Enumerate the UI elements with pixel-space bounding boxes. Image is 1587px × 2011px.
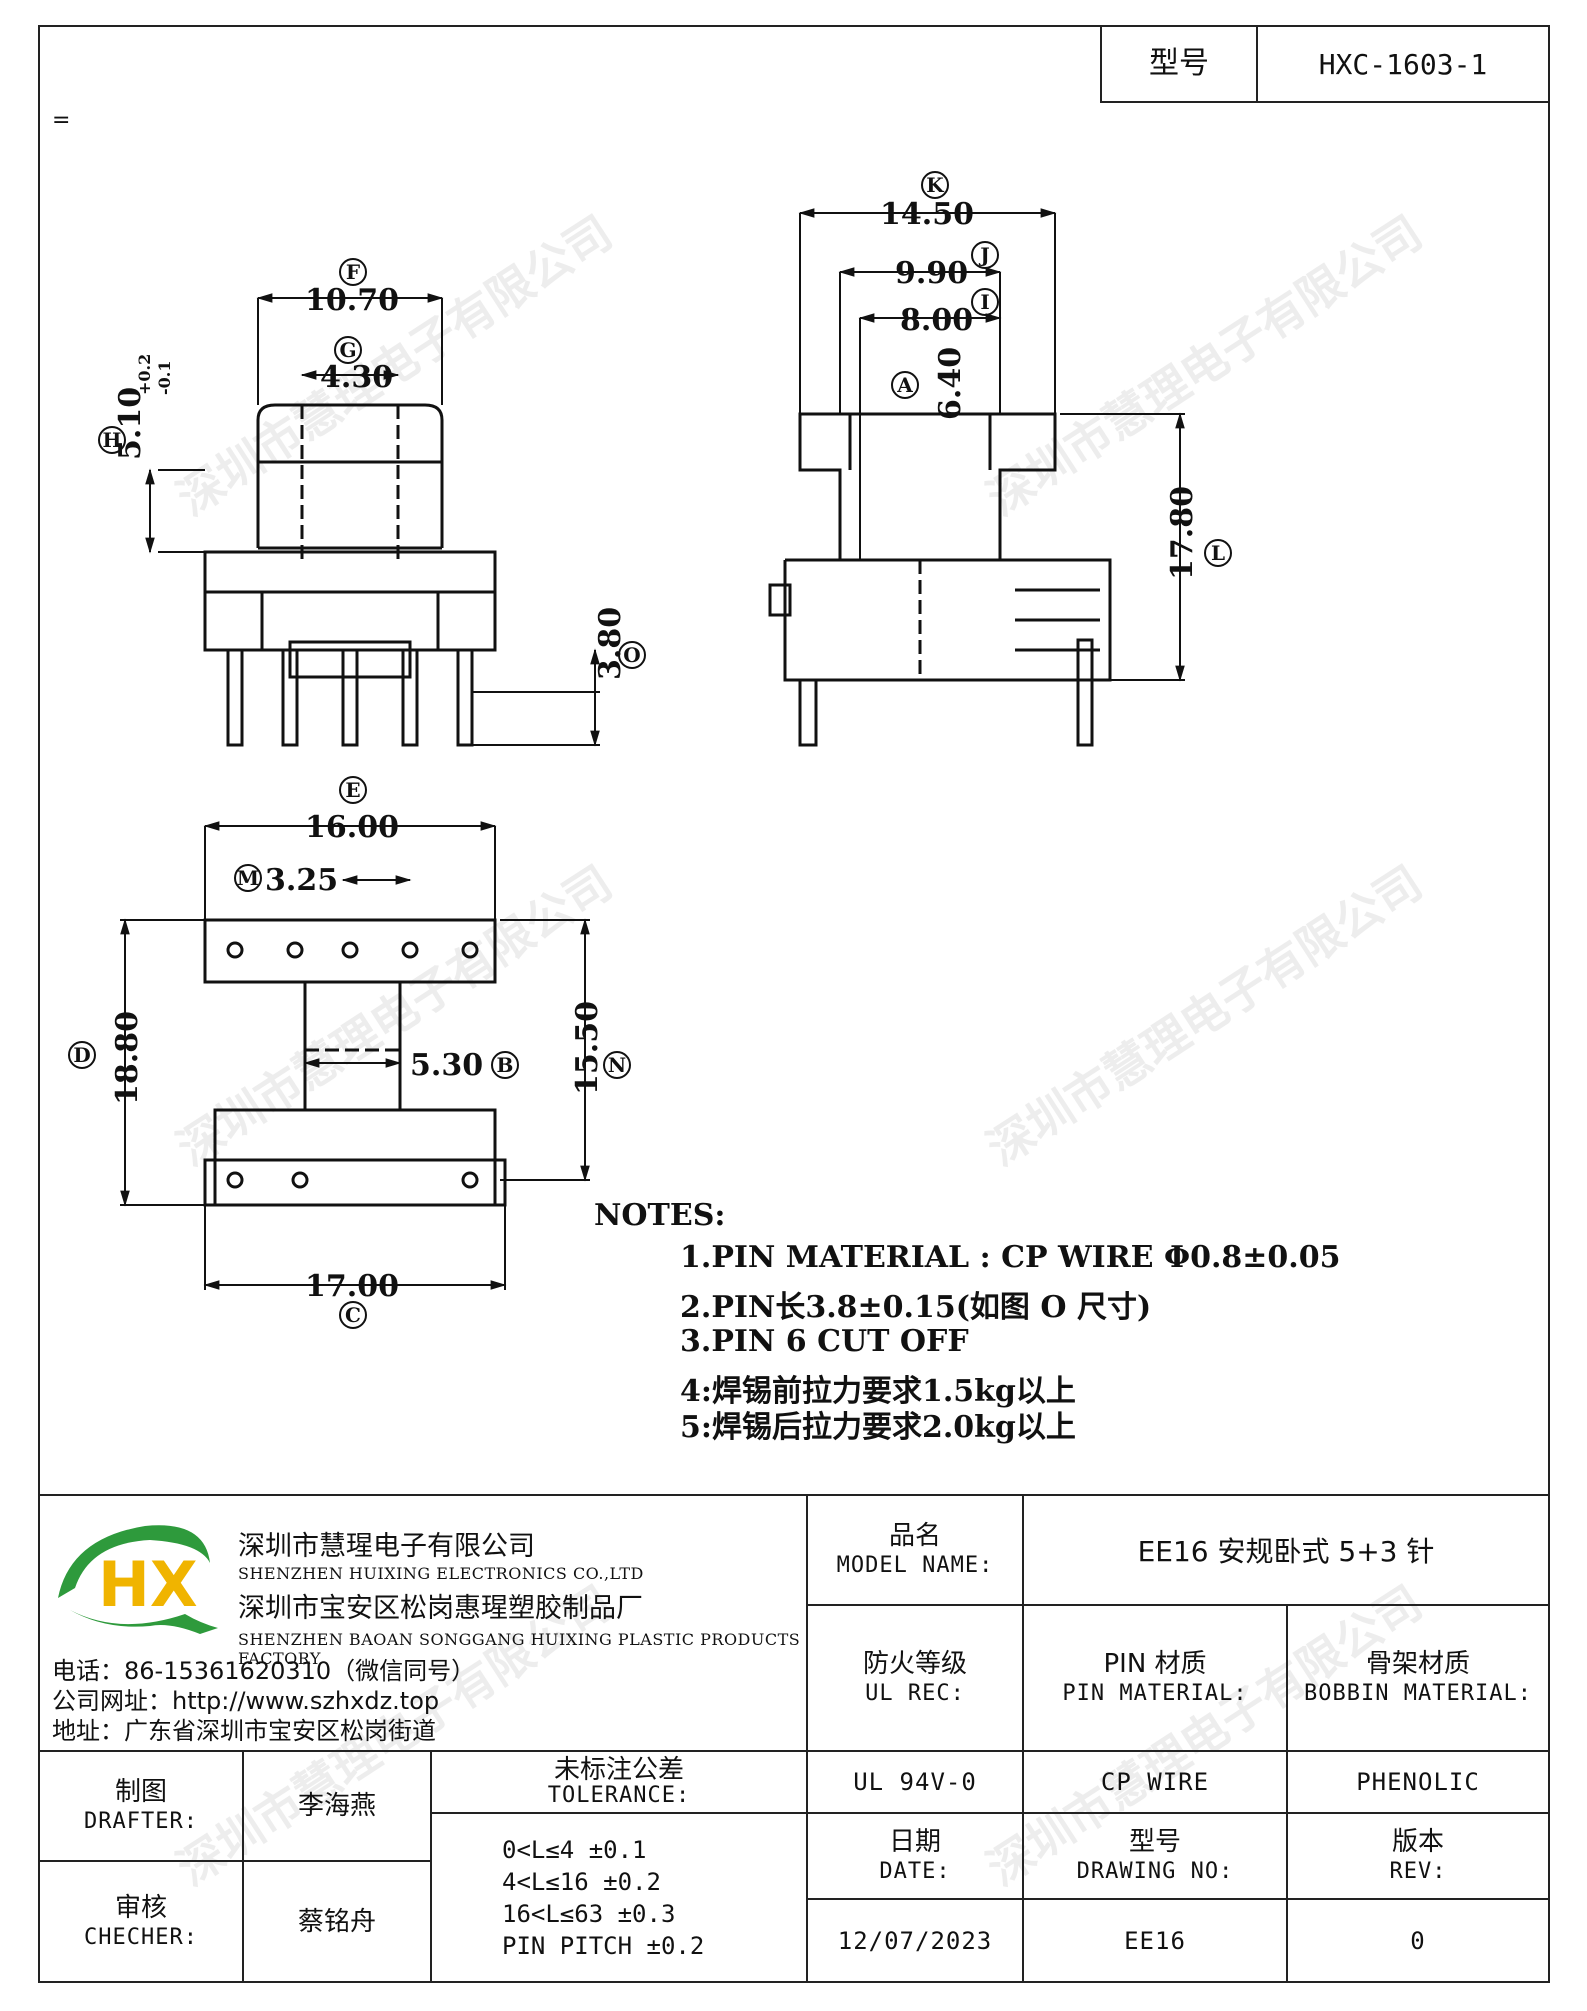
model-name-value: EE16 安规卧式 5+3 针 [1022, 1494, 1550, 1606]
callout-K: K [921, 171, 949, 199]
note-item: 4:焊锡前拉力要求1.5kg以上 [680, 1374, 1076, 1409]
factory-name-cn: 深圳市宝安区松岗惠瑆塑胶制品厂 [238, 1593, 643, 1624]
dim-B-value: 5.30 [410, 1048, 483, 1083]
tolerance-row: 4<L≤16 ±0.2 [502, 1867, 661, 1896]
titleblock-divider [38, 1494, 1550, 1496]
tolerance-row: 16<L≤63 ±0.3 [502, 1899, 676, 1928]
stray-mark: = [52, 108, 71, 133]
company-name-cn: 深圳市慧瑆电子有限公司 [238, 1531, 535, 1562]
callout-E: E [339, 776, 367, 804]
note-item: 3.PIN 6 CUT OFF [680, 1324, 969, 1359]
company-address: 地址：广东省深圳市宝安区松岗街道 [52, 1717, 436, 1745]
bottom-view [120, 918, 590, 1207]
svg-text:A: A [896, 373, 913, 397]
svg-text:I: I [980, 290, 989, 314]
checker-label: 审核 CHECHER: [38, 1860, 244, 1983]
note-item: 1.PIN MATERIAL : CP WIRE Φ0.8±0.05 [680, 1240, 1341, 1275]
dim-M-value: 3.25 [265, 863, 338, 898]
svg-text:D: D [73, 1043, 90, 1067]
dim-G-value: 4.30 [320, 360, 393, 395]
dim-O-value: 3.80 [593, 607, 628, 680]
technical-drawing: 10.70 4.30 14.50 9.90 8.00 16.00 3.25 5.… [68, 171, 1232, 1329]
callout-H: H [98, 426, 126, 454]
side-view [768, 412, 1112, 747]
tolerance-row: 0<L≤4 ±0.1 [502, 1835, 647, 1864]
callout-A: A [891, 371, 919, 399]
note-item: 2.PIN长3.8±0.15(如图 O 尺寸) [680, 1290, 1152, 1325]
callout-I: I [971, 288, 999, 316]
drafter-label: 制图 DRAFTER: [38, 1750, 244, 1862]
notes-title: NOTES: [594, 1198, 726, 1233]
dim-H-tol-lower: -0.1 [155, 361, 174, 395]
dim-L-value: 17.80 [1165, 486, 1200, 580]
callout-M: M [234, 864, 262, 892]
svg-text:J: J [978, 243, 989, 267]
dim-C-value: 17.00 [305, 1269, 399, 1304]
callout-L: L [1204, 539, 1232, 567]
note-item: 5:焊锡后拉力要求2.0kg以上 [680, 1410, 1076, 1445]
svg-text:M: M [237, 866, 259, 890]
svg-text:HX: HX [98, 1548, 198, 1621]
callout-O: O [618, 641, 646, 669]
model-label: 型号 [1149, 46, 1209, 81]
dim-H-tol-upper: +0.2 [135, 354, 154, 395]
model-value-cell: HXC-1603-1 [1256, 25, 1550, 103]
svg-text:H: H [103, 428, 122, 452]
company-website[interactable]: 公司网址：http://www.szhxdz.top [52, 1687, 440, 1715]
drafter-name: 李海燕 [242, 1750, 432, 1862]
pin-material-label: PIN 材质 PIN MATERIAL: [1022, 1604, 1288, 1752]
dim-F-value: 10.70 [305, 283, 399, 318]
callout-F: F [339, 258, 367, 286]
svg-text:N: N [608, 1053, 626, 1077]
svg-text:F: F [346, 260, 360, 284]
front-view [158, 403, 497, 747]
svg-text:E: E [345, 778, 360, 802]
model-name-label: 品名 MODEL NAME: [806, 1494, 1024, 1606]
rev-value: 0 [1286, 1898, 1550, 1983]
rev-label: 版本 REV: [1286, 1812, 1550, 1900]
svg-text:O: O [623, 643, 640, 667]
checker-name: 蔡铭舟 [242, 1860, 432, 1983]
svg-text:B: B [497, 1053, 514, 1077]
company-phone: 电话：86-15361620310（微信同号） [52, 1657, 476, 1685]
ul-value: UL 94V-0 [806, 1750, 1024, 1814]
date-value: 12/07/2023 [806, 1898, 1024, 1983]
svg-text:K: K [926, 173, 944, 197]
dim-I-value: 8.00 [900, 303, 973, 338]
callout-D: D [68, 1041, 96, 1069]
model-value: HXC-1603-1 [1318, 47, 1488, 81]
callout-B: B [491, 1051, 519, 1079]
dim-H-value: 5.10 [113, 387, 148, 460]
tolerance-label: 未标注公差 TOLERANCE: [430, 1750, 808, 1814]
drawing-no-label: 型号 DRAWING NO: [1022, 1812, 1288, 1900]
bobbin-material-label: 骨架材质 BOBBIN MATERIAL: [1286, 1604, 1550, 1752]
tolerance-table: 0<L≤4 ±0.1 4<L≤16 ±0.2 16<L≤63 ±0.3 PIN … [430, 1812, 808, 1983]
callout-N: N [603, 1051, 631, 1079]
company-logo: HX [58, 1525, 218, 1634]
tolerance-row: PIN PITCH ±0.2 [502, 1931, 705, 1960]
drawing-no-value: EE16 [1022, 1898, 1288, 1983]
dim-N-value: 15.50 [570, 1001, 605, 1095]
dim-K-value: 14.50 [880, 197, 974, 232]
pin-material-value: CP WIRE [1022, 1750, 1288, 1814]
company-name-en: SHENZHEN HUIXING ELECTRONICS CO.,LTD [238, 1564, 644, 1583]
callout-J: J [971, 241, 999, 269]
company-info: HX 深圳市慧瑆电子有限公司 SHENZHEN HUIXING ELECTRON… [40, 1496, 806, 1750]
callout-G: G [334, 336, 362, 364]
ul-rec-label: 防火等级 UL REC: [806, 1604, 1024, 1752]
dim-J-value: 9.90 [895, 256, 968, 291]
svg-text:L: L [1211, 541, 1225, 565]
bobbin-material-value: PHENOLIC [1286, 1750, 1550, 1814]
svg-text:G: G [339, 338, 356, 362]
dim-D-value: 18.80 [110, 1011, 145, 1105]
dim-E-value: 16.00 [305, 810, 399, 845]
factory-name-en: SHENZHEN BAOAN SONGGANG HUIXING PLASTIC … [238, 1630, 801, 1668]
callout-C: C [339, 1301, 367, 1329]
dim-A-value: 6.40 [933, 347, 968, 420]
svg-text:C: C [345, 1303, 361, 1327]
date-label: 日期 DATE: [806, 1812, 1024, 1900]
